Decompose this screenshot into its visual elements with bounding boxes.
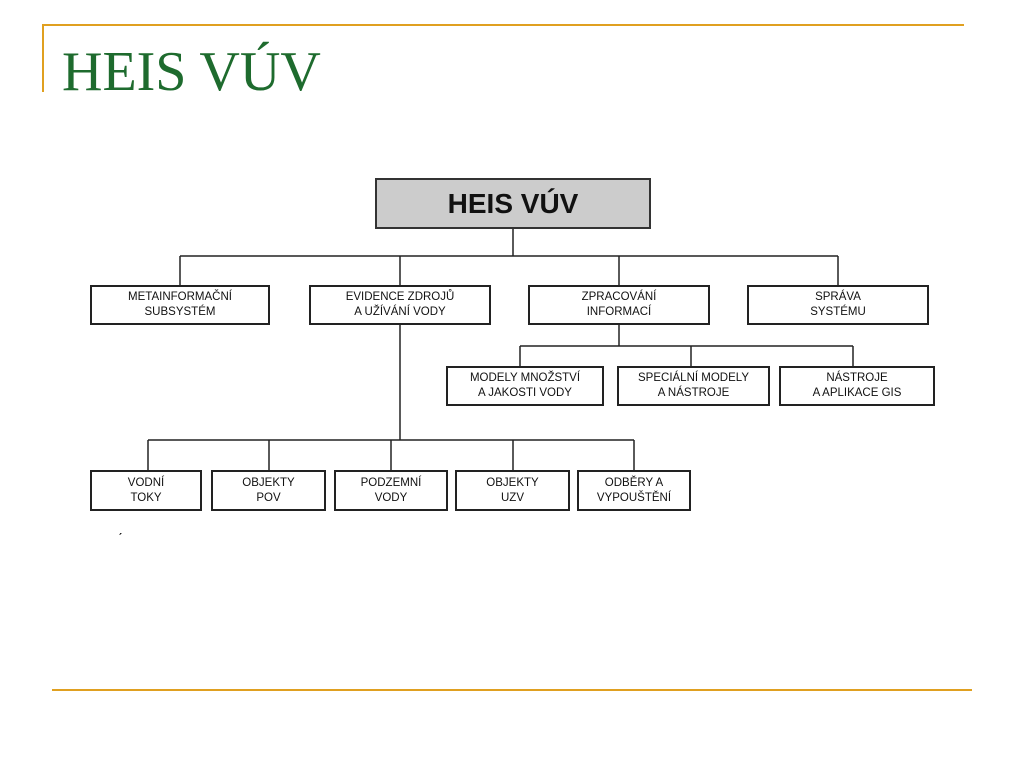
node-gis-tools-applications: NÁSTROJE A APLIKACE GIS [779,366,935,406]
node-pov-objects: OBJEKTY POV [211,470,326,511]
node-quantity-quality-models: MODELY MNOŽSTVÍ A JAKOSTI VODY [446,366,604,406]
node-water-streams: VODNÍ TOKY [90,470,202,511]
slide-title: HEIS VÚV [62,41,321,103]
node-special-models-tools: SPECIÁLNÍ MODELY A NÁSTROJE [617,366,770,406]
node-uzv-objects: OBJEKTY UZV [455,470,570,511]
node-information-processing: ZPRACOVÁNÍ INFORMACÍ [528,285,710,325]
node-system-administration: SPRÁVA SYSTÉMU [747,285,929,325]
node-withdrawals-discharges: ODBĚRY A VYPOUŠTĚNÍ [577,470,691,511]
node-groundwater: PODZEMNÍ VODY [334,470,448,511]
node-metainformation-subsystem: METAINFORMAČNÍ SUBSYSTÉM [90,285,270,325]
bottom-accent-line [52,689,972,691]
stray-mark: ˊ [118,530,123,546]
node-evidence-water-sources: EVIDENCE ZDROJŮ A UŽÍVÁNÍ VODY [309,285,491,325]
top-accent-line [42,24,964,26]
left-accent-line [42,24,44,92]
root-node: HEIS VÚV [375,178,651,229]
